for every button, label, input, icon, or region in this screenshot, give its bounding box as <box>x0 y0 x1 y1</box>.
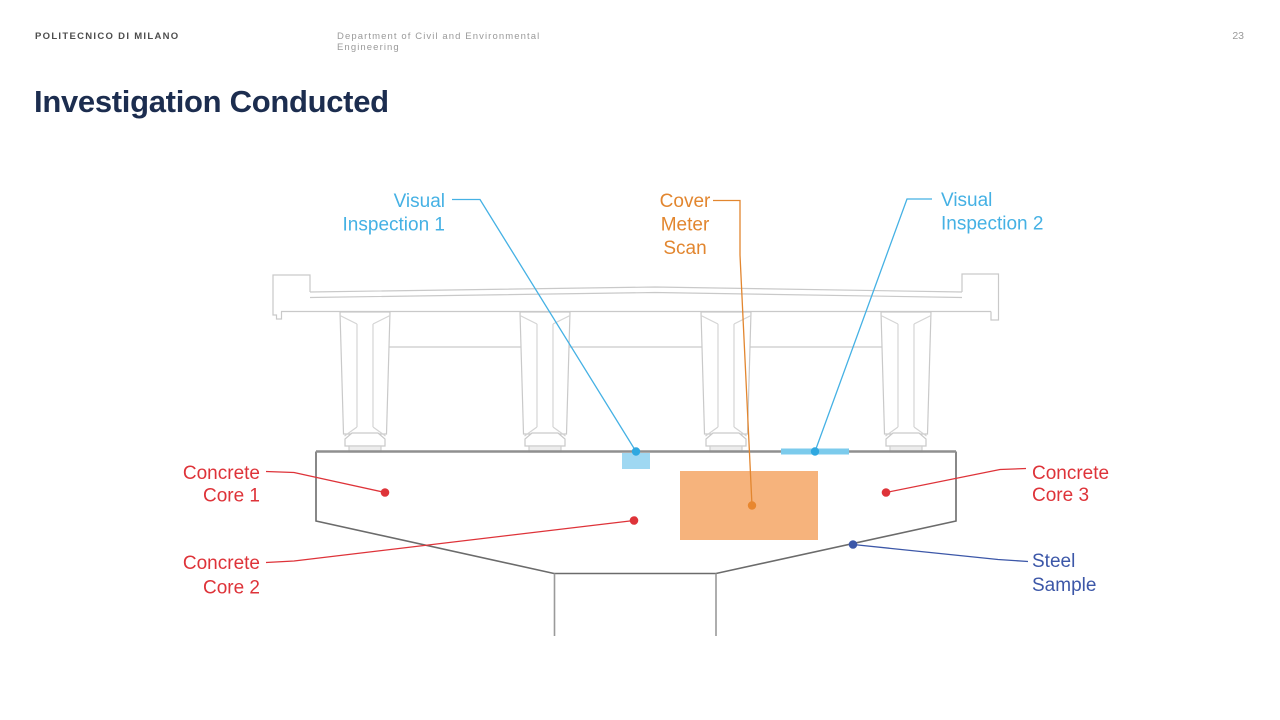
concrete-core-2-marker-dot <box>629 516 639 525</box>
cover-meter-scan-marker-dot <box>747 501 757 510</box>
visual-inspection-2-label-line1: Visual <box>941 190 992 211</box>
visual-inspection-1-area <box>622 453 650 469</box>
visual-inspection-2-marker-dot <box>810 447 820 456</box>
concrete-core-3-leader-line <box>885 467 1027 494</box>
right-parapet <box>961 273 1000 321</box>
visual-inspection-1-label-line2: Inspection 1 <box>343 215 445 236</box>
visual-inspection-2-label-line2: Inspection 2 <box>941 214 1043 235</box>
page-title: Investigation Conducted <box>34 84 389 119</box>
concrete-core-1-label-line2: Core 1 <box>203 486 260 507</box>
concrete-core-3-label-line2: Core 3 <box>1032 485 1089 506</box>
girder-foot <box>524 432 566 447</box>
visual-inspection-1-marker-dot <box>631 447 641 456</box>
visual-inspection-1-leader-line <box>452 198 637 452</box>
steel-sample-leader-line <box>852 543 1029 563</box>
visual-inspection-1-label-line1: Visual <box>394 191 445 212</box>
girder-foot <box>885 432 927 447</box>
bridge-deck <box>272 273 1000 453</box>
deck-surface-line <box>309 291 963 299</box>
department-name: Department of Civil and Environmental En… <box>337 31 541 53</box>
girder-foot <box>344 432 386 447</box>
concrete-core-2-label-line2: Core 2 <box>203 578 260 599</box>
deck-top-line <box>309 286 963 293</box>
visual-inspection-2-leader-line <box>814 198 932 452</box>
pier-column <box>553 573 717 636</box>
concrete-core-2-label-line1: Concrete <box>183 553 260 574</box>
girder-3 <box>700 311 752 453</box>
cover-meter-scan-leader-line <box>713 199 753 506</box>
steel-sample-label-line1: Steel <box>1032 551 1075 572</box>
concrete-core-3-marker-dot <box>881 488 891 497</box>
steel-sample-label-line2: Sample <box>1032 575 1096 596</box>
diagram-labels: Visual Inspection 1 Cover Meter Scan Vis… <box>183 190 1109 599</box>
page-number: 23 <box>1232 30 1244 42</box>
concrete-core-2-leader-line <box>265 519 635 564</box>
left-parapet <box>272 274 311 320</box>
girder-foot <box>705 432 747 447</box>
concrete-core-1-marker-dot <box>380 488 390 497</box>
steel-sample-marker-dot <box>848 540 858 549</box>
cover-meter-scan-label-line3: Scan <box>663 238 706 259</box>
girder-1 <box>339 311 391 453</box>
girder-2 <box>519 311 571 453</box>
girder-4 <box>880 311 932 453</box>
pier-cap-outline <box>315 451 957 575</box>
concrete-core-3-label-line1: Concrete <box>1032 463 1109 484</box>
concrete-core-1-label-line1: Concrete <box>183 463 260 484</box>
concrete-core-1-leader-line <box>265 470 386 494</box>
cover-meter-scan-label-line1: Cover <box>660 191 711 212</box>
cover-meter-scan-label-line2: Meter <box>661 215 710 236</box>
institution-name: POLITECNICO DI MILANO <box>35 31 180 42</box>
